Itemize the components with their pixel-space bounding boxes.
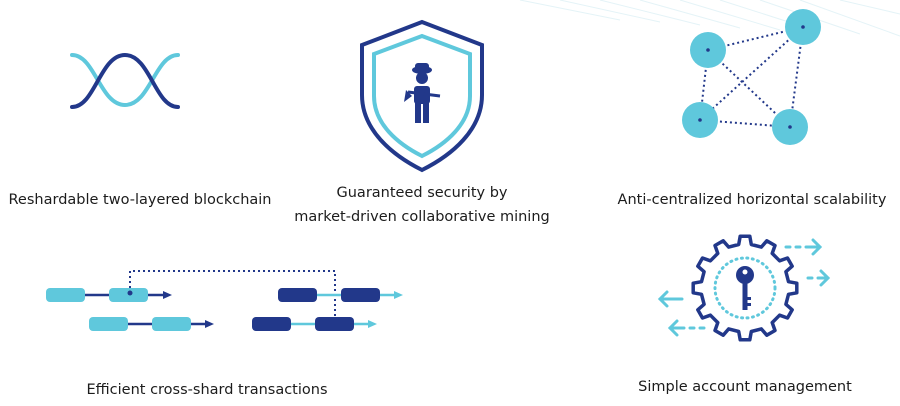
feature-caption-resharding: Reshardable two-layered blockchain (8, 192, 272, 208)
feature-caption-cross-shard: Efficient cross-shard transactions (86, 382, 328, 398)
feature-caption-security-line1: Guaranteed security by (336, 185, 508, 201)
shield-miner-icon (360, 19, 484, 173)
feature-caption-scalability: Anti-centralized horizontal scalability (617, 192, 887, 208)
network-nodes-icon (682, 9, 821, 145)
cross-shard-chains-icon (46, 270, 403, 331)
helix-icon (70, 52, 180, 109)
feature-caption-security-line2: market-driven collaborative mining (294, 209, 550, 225)
feature-caption-account: Simple account management (638, 379, 852, 395)
gear-key-icon (657, 234, 831, 342)
background-lines-decoration (519, 0, 900, 37)
